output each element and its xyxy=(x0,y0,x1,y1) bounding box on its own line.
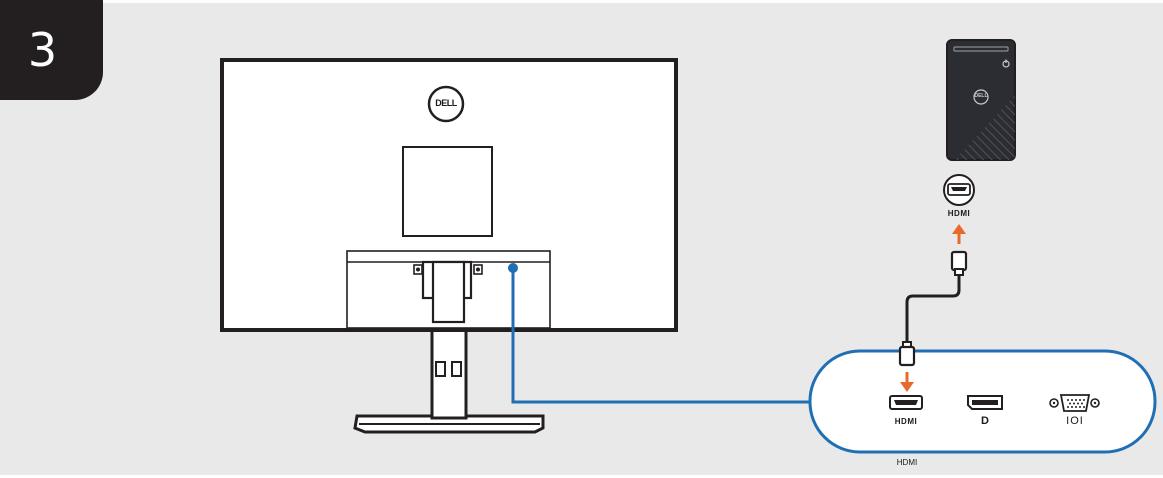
drive-bay-slot xyxy=(953,46,1009,52)
port-callout-line xyxy=(511,270,812,404)
displayport-port-icon xyxy=(967,395,1003,410)
computer-tower xyxy=(946,39,1016,161)
vga-port-label: IOI xyxy=(1066,415,1084,427)
monitor-hdmi-connection-point xyxy=(508,263,518,273)
hdmi-cable xyxy=(905,275,961,344)
hdmi-port-icon xyxy=(889,395,923,410)
computer-logo-text: DELL xyxy=(974,93,988,99)
vesa-mount-area xyxy=(402,146,493,237)
hdmi-plug-icon xyxy=(898,341,916,367)
step-number-badge: 3 xyxy=(0,0,103,100)
hdmi-plug-icon xyxy=(950,250,968,276)
computer-dell-logo xyxy=(973,89,989,105)
displayport-port-label: D xyxy=(981,415,989,427)
dell-logo xyxy=(427,85,465,123)
caption-label: HDMI xyxy=(896,458,918,467)
arrow-up-icon xyxy=(952,224,966,244)
computer-hdmi-port-icon xyxy=(943,174,975,206)
power-icon xyxy=(1002,59,1010,68)
monitor-logo-text: DELL xyxy=(435,98,457,108)
hdmi-port-label: HDMI xyxy=(894,417,918,426)
computer-hdmi-label: HDMI xyxy=(947,209,971,218)
arrow-down-icon xyxy=(900,372,914,392)
vga-port-icon xyxy=(1049,394,1100,412)
monitor-rear-view xyxy=(220,58,678,434)
